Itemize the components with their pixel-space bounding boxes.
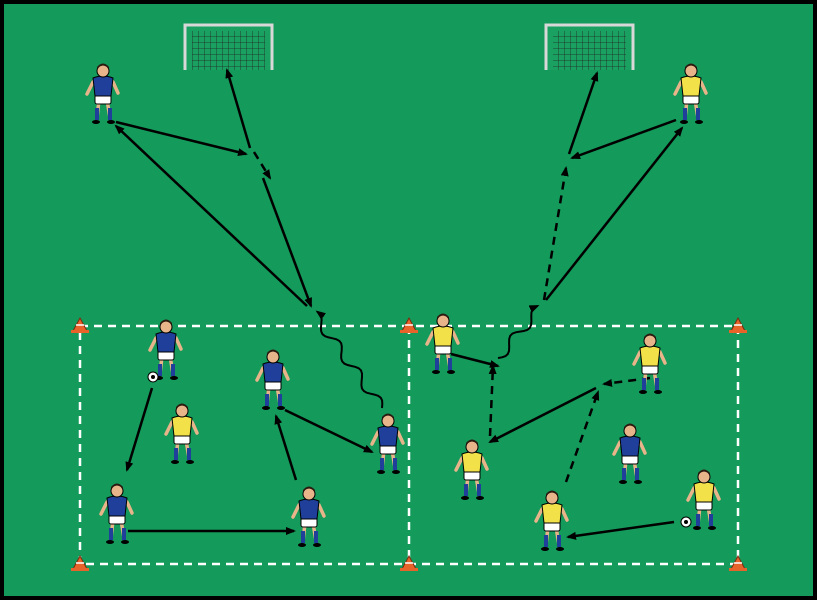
right-goal: [544, 23, 635, 70]
cone: [729, 554, 747, 571]
player-blue-6: [612, 423, 647, 484]
pass-3: [274, 414, 298, 481]
cone: [729, 316, 747, 333]
pass-1: [125, 387, 154, 472]
player-yellow-6: [680, 469, 721, 530]
pass-13: [566, 520, 675, 540]
run-1: [252, 151, 272, 180]
pass-10: [567, 71, 599, 155]
player-yellow-3: [632, 333, 667, 394]
player-yellow-4: [454, 439, 489, 500]
player-yellow-top-right: [673, 63, 708, 124]
ball: [147, 371, 159, 383]
ball: [680, 516, 692, 528]
cone: [71, 316, 89, 333]
run-4: [488, 364, 497, 437]
dribble-right: [497, 304, 540, 359]
cone: [71, 554, 89, 571]
cone: [400, 554, 418, 571]
player-yellow-1: [164, 403, 199, 464]
left-goal: [183, 23, 274, 70]
run-5: [564, 390, 600, 483]
player-blue-5: [291, 486, 326, 547]
pass-6: [114, 124, 308, 307]
pass-11: [450, 352, 500, 368]
cone: [400, 316, 418, 333]
player-yellow-5: [534, 490, 569, 551]
player-blue-1: [147, 319, 183, 383]
pass-4: [284, 408, 374, 454]
pass-9: [570, 118, 677, 160]
player-blue-top-left: [85, 63, 120, 124]
player-yellow-2: [425, 313, 460, 374]
pass-8: [545, 126, 684, 301]
pass-7: [225, 68, 252, 149]
dribble-left: [315, 310, 384, 409]
pass-5: [115, 120, 248, 156]
shot-left: [261, 177, 313, 308]
pass-12: [488, 386, 597, 444]
player-blue-4: [99, 483, 134, 544]
player-blue-3: [370, 413, 405, 474]
player-blue-2: [255, 349, 290, 410]
